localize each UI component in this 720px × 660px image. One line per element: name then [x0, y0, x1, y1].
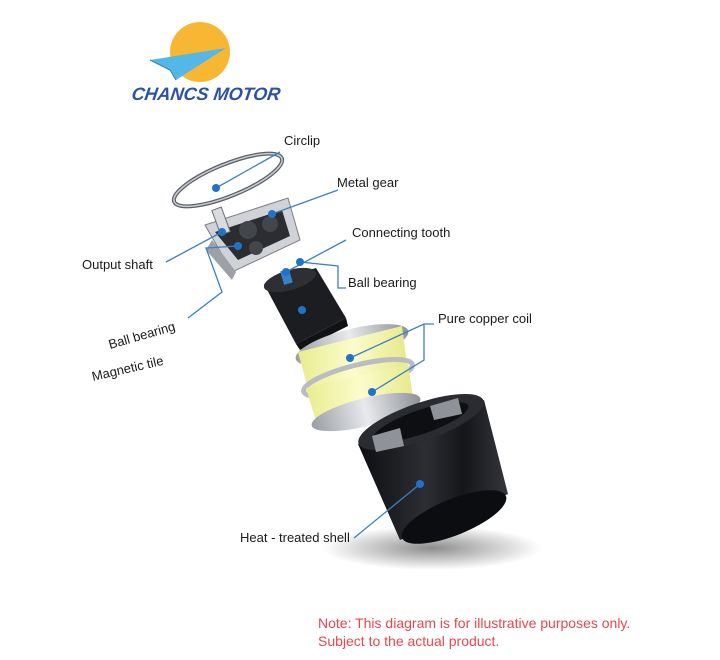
gearbox-assembly — [204, 197, 301, 280]
circlip-part — [171, 151, 285, 209]
callout-dots — [212, 184, 424, 488]
dot-ball-bearing-right — [296, 258, 304, 266]
callout-heat-treated-shell — [353, 483, 421, 539]
callout-copper-coil-lower — [371, 324, 425, 393]
disclaimer-note: Note: This diagram is for illustrative p… — [318, 614, 630, 650]
label-circlip: Circlip — [284, 133, 320, 148]
callout-lines — [165, 151, 434, 539]
label-ball-bearing-left: Ball bearing — [107, 319, 177, 352]
callout-circlip — [215, 151, 281, 189]
label-output-shaft: Output shaft — [82, 257, 153, 272]
disclaimer-line-1: Note: This diagram is for illustrative p… — [318, 615, 631, 631]
callout-output-shaft — [165, 231, 223, 263]
dot-pure-copper-coil — [346, 354, 354, 362]
callout-metal-gear — [271, 189, 339, 215]
label-connecting-tooth: Connecting tooth — [352, 225, 450, 240]
dot-heat-treated-shell — [416, 480, 424, 488]
label-pure-copper-coil: Pure copper coil — [438, 311, 532, 326]
label-heat-treated-shell: Heat - treated shell — [240, 530, 350, 545]
callout-ball-bearing-left — [187, 245, 239, 319]
label-magnetic-tile: Magnetic tile — [90, 353, 164, 384]
paper-plane-icon — [150, 48, 226, 80]
callout-connecting-tooth — [285, 239, 347, 273]
disclaimer-line-2: Subject to the actual product. — [318, 633, 500, 649]
dot-output-shaft — [218, 228, 226, 236]
dot-copper-coil-lower — [368, 388, 376, 396]
logo-text: CHANCS MOTOR — [130, 84, 281, 104]
company-logo: CHANCS MOTOR — [130, 22, 282, 104]
dot-metal-gear — [268, 210, 276, 218]
label-ball-bearing-right: Ball bearing — [348, 275, 417, 290]
label-metal-gear: Metal gear — [337, 175, 399, 190]
callout-ball-bearing-right — [299, 261, 346, 289]
shell-shadow — [322, 526, 542, 570]
housing-shell-part — [358, 393, 508, 544]
dot-ball-bearing-left — [234, 242, 242, 250]
dot-circlip — [212, 184, 220, 192]
dot-magnetic-tile — [298, 306, 306, 314]
dot-connecting-tooth — [282, 268, 290, 276]
